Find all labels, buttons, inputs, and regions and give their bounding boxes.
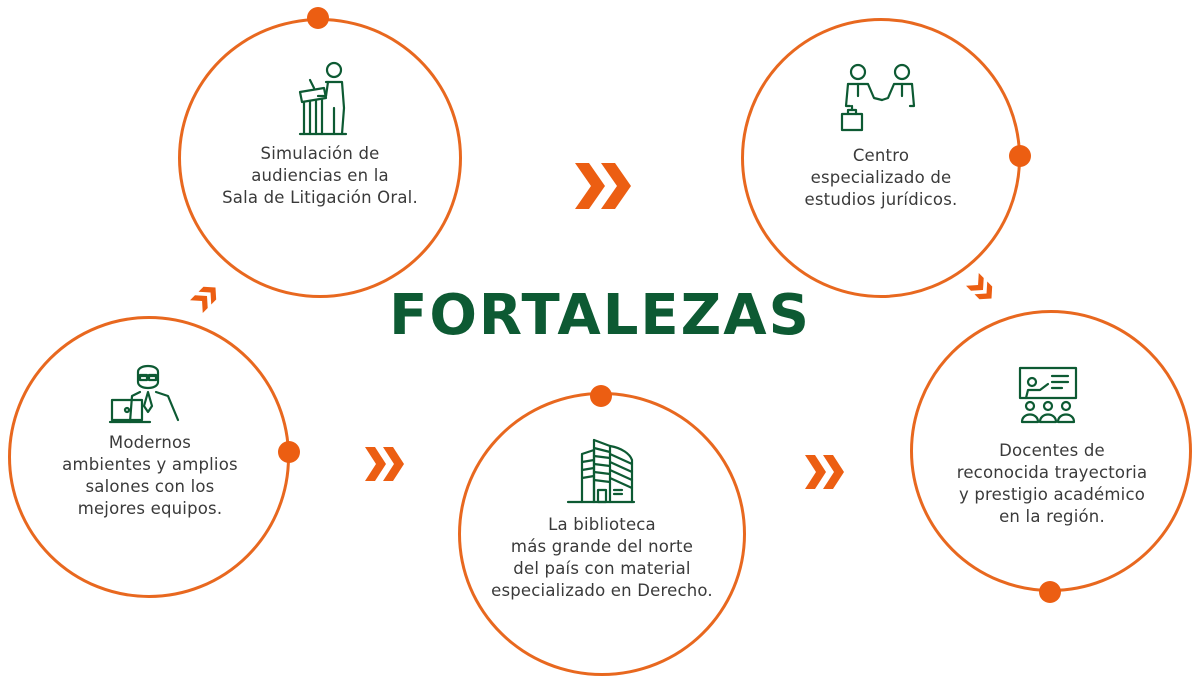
circle-docentes (910, 310, 1192, 592)
orbit-dot-litigacion (307, 7, 329, 29)
circle-biblioteca (458, 392, 746, 676)
chevron-arrow-upright (186, 275, 228, 321)
node-text-docentes: Docentes de reconocida trayectoria y pre… (956, 441, 1148, 526)
podium-speaker-icon (296, 60, 348, 136)
node-text-centro: Centro especializado de estudios jurídic… (804, 146, 958, 209)
handshake-icon (838, 62, 916, 134)
orbit-dot-docentes (1039, 581, 1061, 603)
presentation-board-icon (1018, 366, 1080, 424)
circle-centro (741, 18, 1021, 298)
orbit-dot-centro (1009, 145, 1031, 167)
chevron-arrow-middle-right (805, 455, 845, 493)
building-icon (566, 438, 636, 504)
person-laptop-icon (108, 362, 182, 424)
circle-litigacion (178, 18, 462, 298)
node-text-litigacion: Simulación de audiencias en la Sala de L… (222, 144, 418, 207)
page-title: FORTALEZAS (389, 283, 811, 348)
chevron-arrow-top (575, 163, 633, 213)
node-text-biblioteca: La biblioteca más grande del norte del p… (491, 515, 713, 600)
orbit-dot-biblioteca (590, 385, 612, 407)
chevron-arrow-downright (962, 269, 1004, 315)
node-text-ambientes: Modernos ambientes y amplios salones con… (62, 433, 238, 518)
orbit-dot-ambientes (278, 441, 300, 463)
circle-ambientes (8, 316, 290, 598)
chevron-arrow-middle-left (365, 447, 405, 485)
